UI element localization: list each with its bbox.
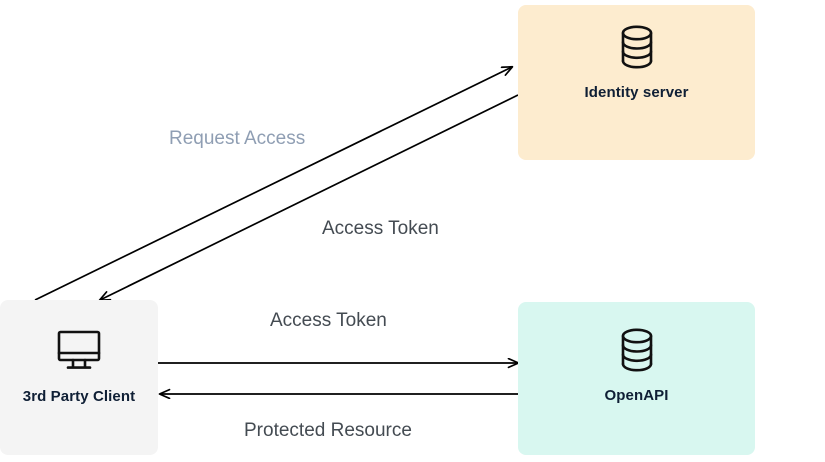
edge-request-access [34, 67, 512, 301]
node-identity-server[interactable]: Identity server [518, 5, 755, 160]
edge-label-request-access: Request Access [169, 128, 306, 149]
edge-label-access-token-bottom: Access Token [270, 310, 387, 331]
node-label-identity-server: Identity server [584, 84, 689, 101]
edge-label-protected-resource: Protected Resource [244, 420, 412, 441]
database-icon [615, 22, 659, 72]
node-openapi[interactable]: OpenAPI [518, 302, 755, 455]
edge-label-access-token-top: Access Token [322, 218, 439, 239]
database-icon [615, 325, 659, 375]
monitor-icon [55, 328, 103, 372]
edge-access-token-top [100, 94, 519, 300]
node-label-openapi: OpenAPI [604, 387, 669, 404]
node-label-third-party-client: 3rd Party Client [22, 388, 136, 405]
node-third-party-client[interactable]: 3rd Party Client [0, 300, 158, 455]
